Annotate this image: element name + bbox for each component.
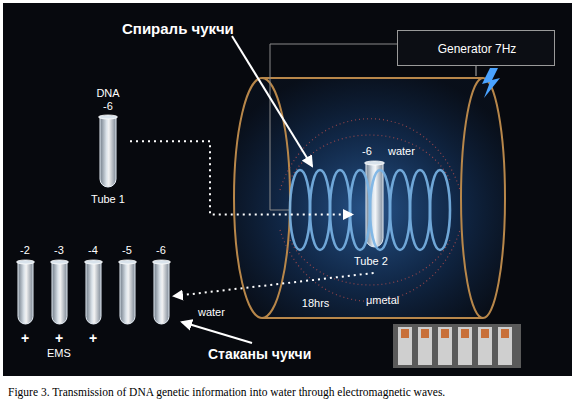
- tube-rim: [99, 115, 118, 119]
- node-text: water: [388, 145, 415, 158]
- photo-cap: [401, 329, 409, 338]
- coil-turn: [310, 170, 330, 250]
- photo-tube: [418, 327, 432, 365]
- lightning-symbol: [482, 68, 500, 98]
- photo-tube: [458, 327, 472, 365]
- tube-outline: [80, 244, 106, 328]
- node-text: DNA -6: [92, 87, 124, 113]
- tube-body: [120, 262, 135, 324]
- field-line: [290, 240, 450, 285]
- tube-rim: [51, 260, 69, 264]
- tube-body: [366, 163, 383, 247]
- coil-turn: [390, 170, 410, 250]
- coil-turn: [410, 170, 430, 250]
- coil-turn: [430, 170, 450, 250]
- cylinder-end: [461, 78, 505, 318]
- cylinder-body: [234, 78, 505, 318]
- node-text: Generator 7Hz: [398, 42, 556, 56]
- tube-body: [86, 262, 101, 324]
- tube-outline: [114, 244, 140, 328]
- node-text: Tube 2: [354, 255, 388, 268]
- field-line: [280, 119, 460, 190]
- test-tube: -5: [114, 244, 140, 328]
- dotted-arrow: [174, 273, 374, 296]
- node-text: Tube 1: [82, 193, 134, 206]
- photo-tube: [498, 327, 512, 365]
- field-line: [280, 230, 460, 301]
- test-tube: -3: [46, 244, 72, 328]
- annotation: Спираль чукчи: [122, 20, 234, 38]
- photo-cap: [481, 329, 489, 338]
- tube-rim: [365, 161, 385, 165]
- coil-turn: [330, 170, 350, 250]
- tube-rim: [153, 260, 171, 264]
- mumetal-cylinder: μmetal -6 waterTube 2: [232, 76, 507, 320]
- test-tube: -2: [12, 244, 38, 328]
- sample-label: water: [198, 306, 225, 319]
- tube-rim: [119, 260, 137, 264]
- tube-rim: [85, 260, 103, 264]
- node-text: -3: [42, 244, 76, 257]
- tube-body: [100, 117, 116, 187]
- photo-thumbnail: [393, 324, 521, 368]
- photo-cap: [501, 329, 509, 338]
- photo-frame: [393, 324, 521, 368]
- cylinder-edge: [262, 317, 483, 319]
- photo-cap: [461, 329, 469, 338]
- photo-tube: [438, 327, 452, 365]
- tube-body: [18, 262, 33, 324]
- tube-outline: [46, 244, 72, 328]
- plus-sign: +: [89, 330, 97, 347]
- coil: [290, 170, 450, 250]
- tube-body: [52, 262, 67, 324]
- node-text: -6: [362, 145, 372, 158]
- plus-sign: +: [21, 330, 29, 347]
- test-tube: DNA -6Tube 1: [86, 85, 130, 210]
- generator-box: Generator 7Hz: [397, 30, 555, 66]
- test-tube: -4: [80, 244, 106, 328]
- photo-tube: [478, 327, 492, 365]
- node-text: μmetal: [366, 294, 399, 307]
- annotation: Стаканы чукчи: [208, 346, 311, 363]
- tube-outline: [148, 244, 174, 328]
- ems-label: EMS: [47, 347, 71, 360]
- field-line: [290, 135, 450, 180]
- dotted-arrow: [130, 141, 352, 214]
- dark-panel: [3, 3, 572, 376]
- node-text: -4: [76, 244, 110, 257]
- photo-cap: [441, 329, 449, 338]
- coil-turn: [350, 170, 370, 250]
- plus-sign: +: [55, 330, 63, 347]
- cylinder-end: [234, 78, 290, 318]
- test-tube: -6: [148, 244, 174, 328]
- coil-turn: [290, 170, 310, 250]
- tube-outline: [12, 244, 38, 328]
- coil-turn: [370, 170, 390, 250]
- generator-wire: [270, 44, 397, 210]
- tube-rim: [17, 260, 35, 264]
- tube-outline: [352, 143, 424, 273]
- wire: [475, 66, 476, 76]
- test-tube: -6 waterTube 2: [352, 143, 424, 273]
- edge-label: 18hrs: [302, 297, 330, 310]
- tube-body: [154, 262, 169, 324]
- photo-tube: [398, 327, 412, 365]
- leader-arrow: [232, 36, 312, 166]
- field-lines: [280, 119, 460, 302]
- photo-cap: [421, 329, 429, 338]
- node-text: -2: [8, 244, 42, 257]
- node-text: -6: [144, 244, 178, 257]
- leader-arrow: [182, 322, 252, 343]
- cylinder-edge: [262, 77, 483, 79]
- node-text: -5: [110, 244, 144, 257]
- figure-caption: Figure 3. Transmission of DNA genetic in…: [8, 386, 568, 398]
